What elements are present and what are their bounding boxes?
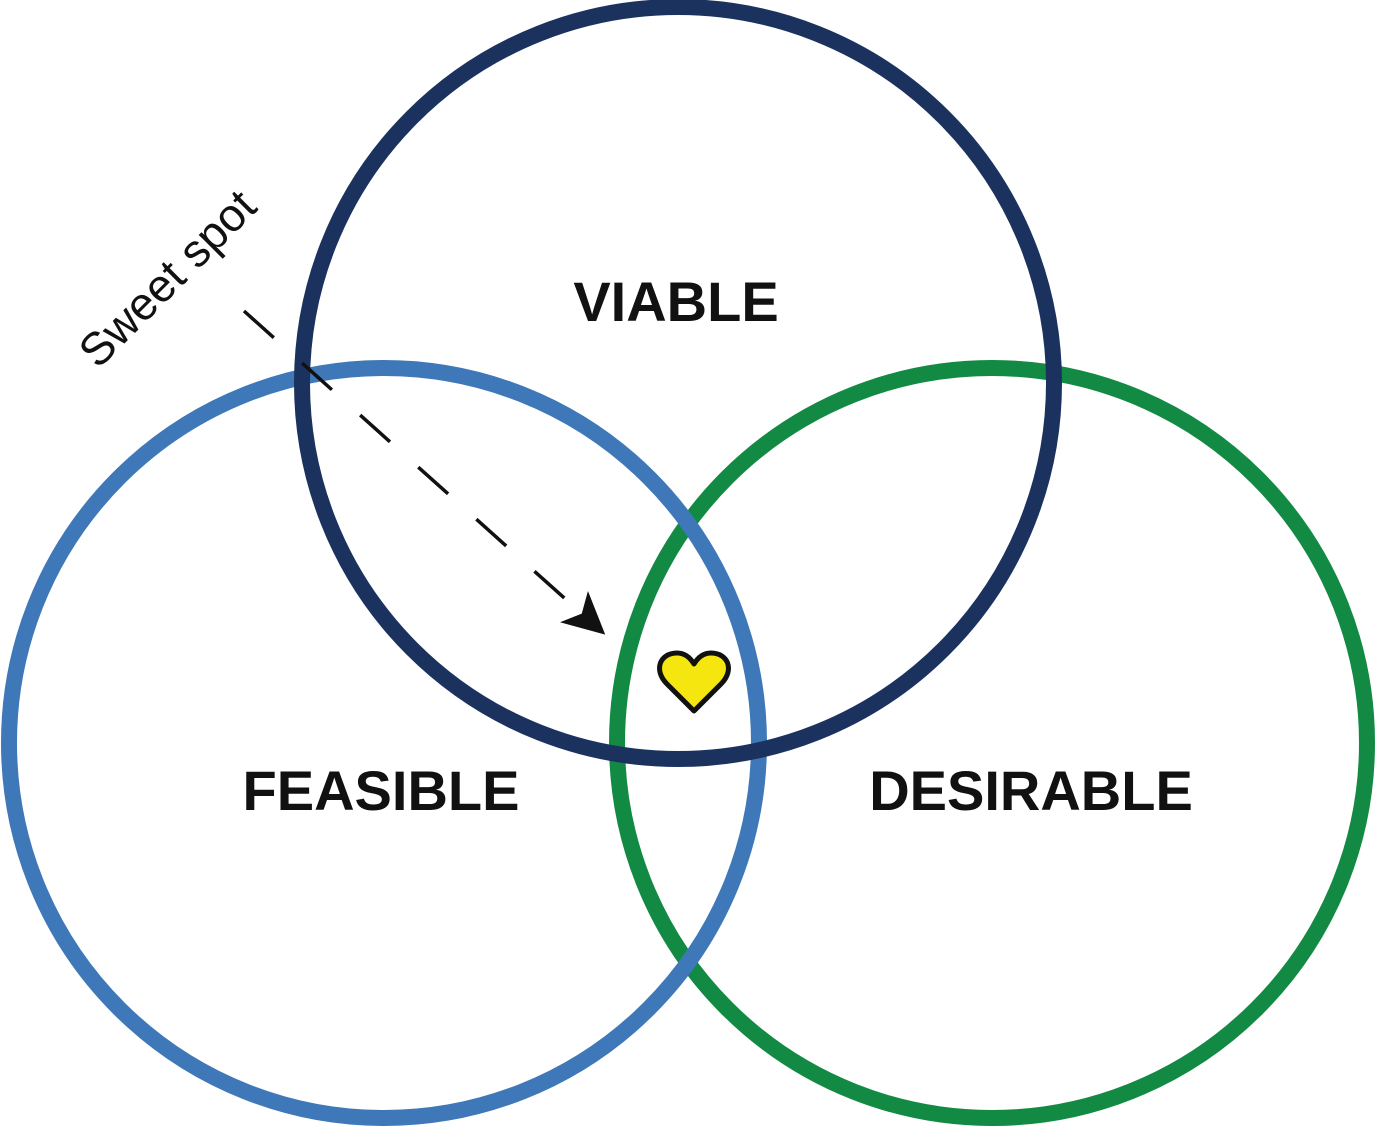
label-desirable: DESIRABLE (869, 759, 1193, 822)
circle-feasible (1, 360, 767, 1126)
circle-desirable (609, 360, 1375, 1126)
sweet-spot-arrow (242, 309, 606, 635)
circle-viable (294, 0, 1062, 767)
sweet-spot-label: Sweet spot (68, 179, 266, 377)
heart-icon (657, 650, 731, 714)
label-viable: VIABLE (573, 270, 778, 333)
label-feasible: FEASIBLE (243, 759, 520, 822)
